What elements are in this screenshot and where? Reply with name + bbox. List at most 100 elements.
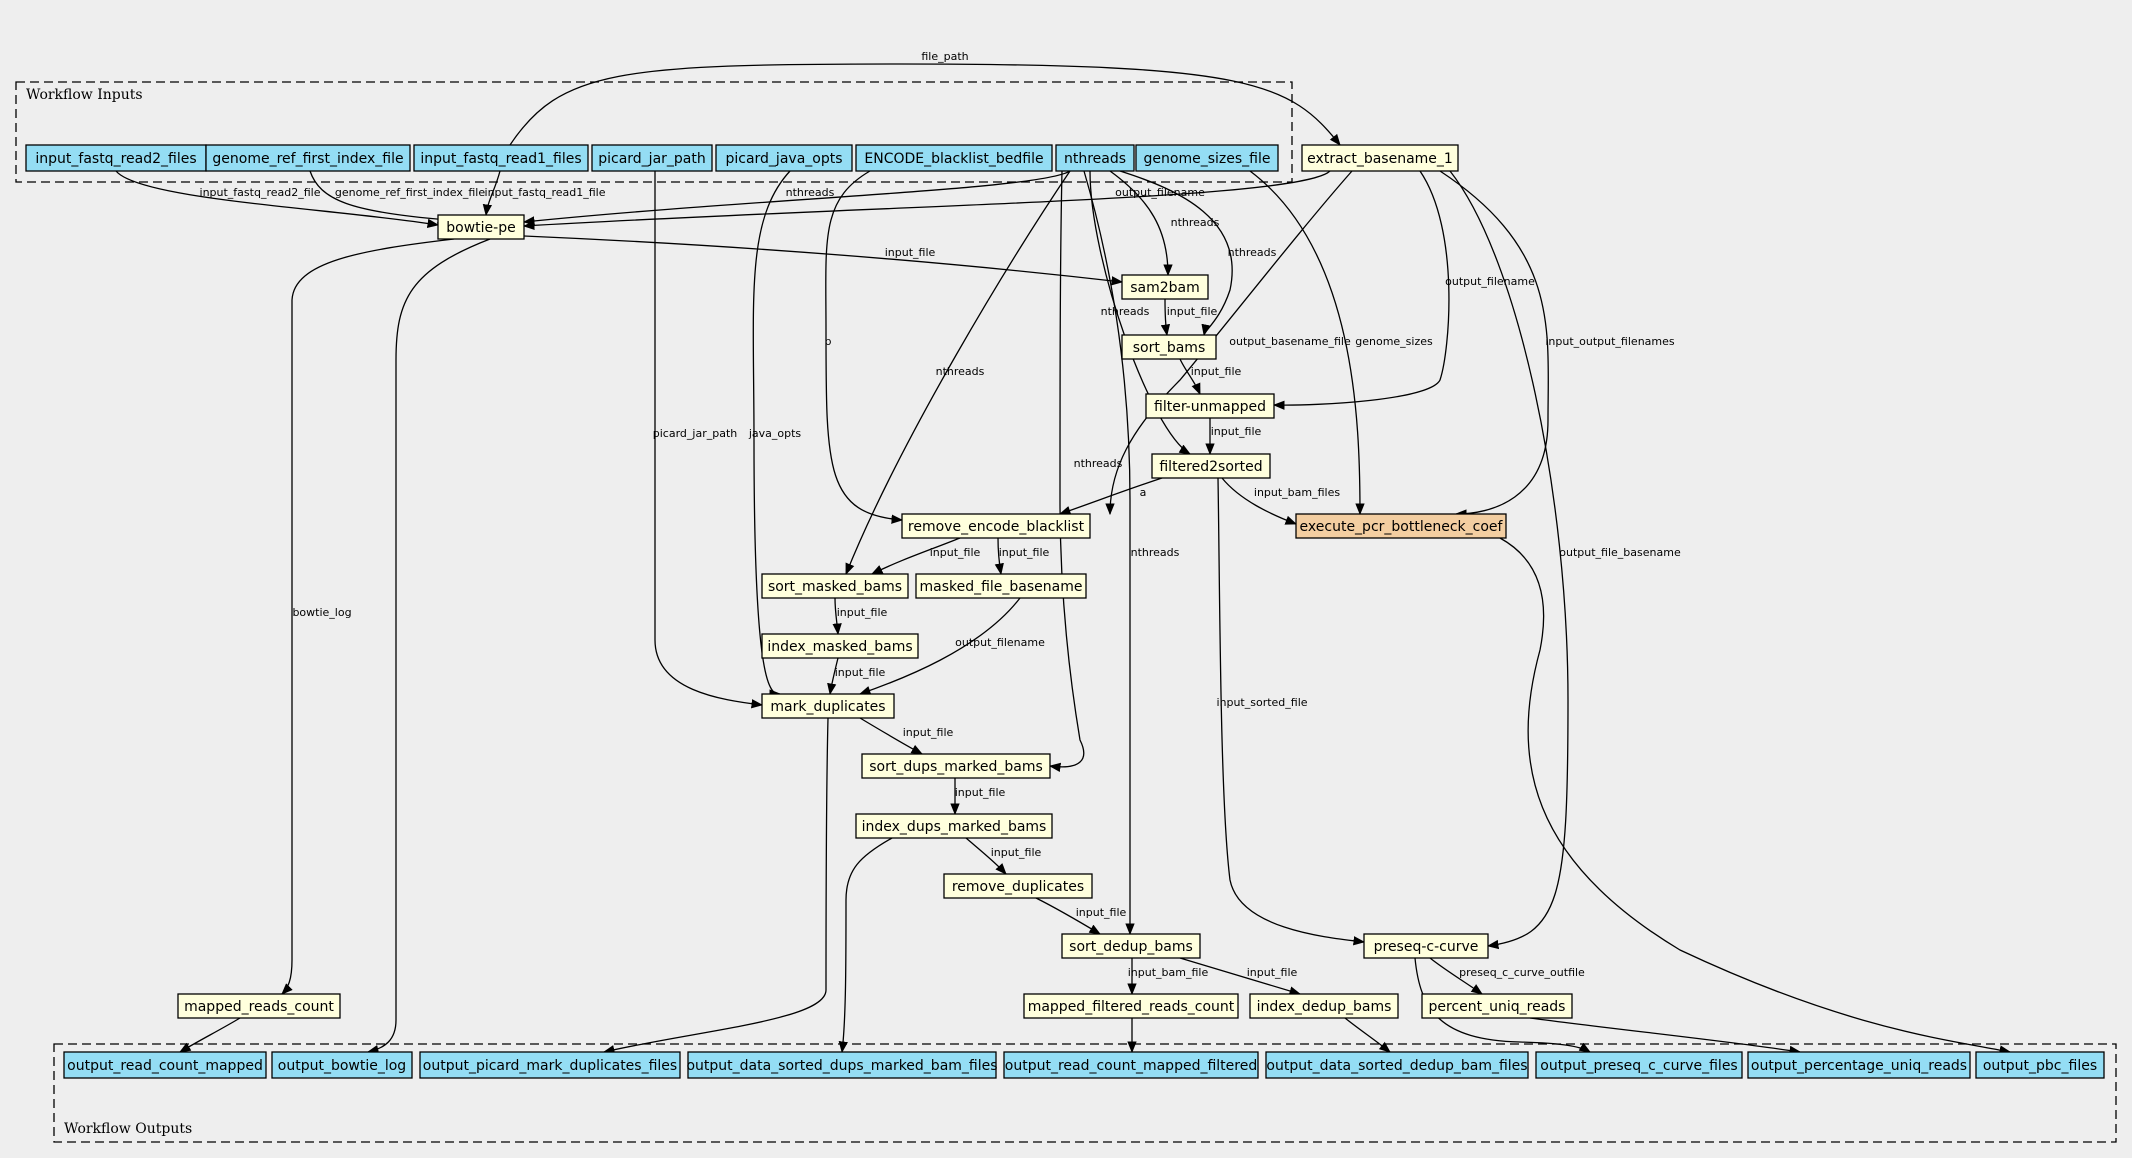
node-remove-blacklist[interactable]: remove_encode_blacklist [901, 513, 1091, 539]
node-pcr-coef[interactable]: execute_pcr_bottleneck_coef [1295, 513, 1507, 539]
node-sort-dups-marked[interactable]: sort_dups_marked_bams [861, 753, 1051, 779]
node-label: bowtie-pe [446, 220, 515, 236]
edge-label: bowtie_log [292, 606, 351, 619]
node-label: genome_ref_first_index_file [212, 151, 403, 167]
node-out-pbc[interactable]: output_pbc_files [1975, 1051, 2105, 1079]
edge-label: input_fastq_read2_file [200, 186, 321, 199]
edge-in_read1-to-bowtie [482, 170, 501, 217]
edge-label: output_filename [955, 636, 1045, 649]
edge-sort_bams-to-filter_unmapped [1179, 358, 1201, 396]
edge-label: preseq_c_curve_outfile [1459, 966, 1585, 979]
edge-in_genome_ref-to-bowtie [309, 170, 450, 224]
edge-remove_blacklist-to-masked_basename [994, 537, 1004, 576]
node-in-read2[interactable]: input_fastq_read2_files [25, 144, 207, 172]
edge-percent_uniq-to-out_percentage [1529, 1017, 1802, 1056]
node-index-dedup[interactable]: index_dedup_bams [1249, 993, 1399, 1019]
edge-label: nthreads [786, 186, 835, 199]
edge-index_dups_marked-to-out_sorted_dups [838, 837, 893, 1054]
node-in-genome-ref[interactable]: genome_ref_first_index_file [205, 144, 411, 172]
node-in-picard-opts[interactable]: picard_java_opts [715, 144, 853, 172]
node-in-genome-sizes[interactable]: genome_sizes_file [1135, 144, 1279, 172]
node-label: output_read_count_mapped_filtered [1005, 1058, 1257, 1074]
node-label: output_pbc_files [1983, 1058, 2097, 1074]
edge-sort_masked-to-index_masked [832, 597, 842, 636]
edge-in_nthreads-to-bowtie [522, 170, 1071, 226]
node-label: index_masked_bams [767, 639, 912, 655]
node-in-nthreads[interactable]: nthreads [1055, 144, 1135, 172]
edge-extract_basename-to-preseq [1449, 170, 1569, 950]
edge-pcr_coef-to-out_pbc [1499, 537, 2012, 1055]
edge-label: input_file [955, 786, 1006, 799]
node-label: input_fastq_read1_files [420, 151, 581, 167]
node-out-sorted-dups[interactable]: output_data_sorted_dups_marked_bam_files [686, 1051, 998, 1079]
node-sort-masked[interactable]: sort_masked_bams [761, 573, 909, 599]
node-label: mark_duplicates [770, 699, 885, 715]
node-out-picard-mark[interactable]: output_picard_mark_duplicates_files [419, 1051, 681, 1079]
edge-label: java_opts [748, 427, 802, 440]
node-bowtie[interactable]: bowtie-pe [437, 214, 525, 240]
node-label: output_picard_mark_duplicates_files [423, 1058, 677, 1074]
node-filtered2sorted[interactable]: filtered2sorted [1151, 453, 1271, 479]
node-preseq[interactable]: preseq-c-curve [1363, 933, 1489, 959]
node-sort-bams[interactable]: sort_bams [1121, 334, 1217, 360]
cluster-outputs-title: Workflow Outputs [64, 1121, 192, 1137]
edge-mark_dups-to-sort_dups_marked [859, 717, 924, 755]
node-label: output_preseq_c_curve_files [1540, 1058, 1737, 1074]
node-percent-uniq[interactable]: percent_uniq_reads [1421, 993, 1573, 1019]
cluster-workflow-outputs: Workflow Outputs [53, 1043, 2117, 1143]
node-label: sort_bams [1133, 340, 1206, 356]
edge-label: input_file [1167, 305, 1218, 318]
node-label: filtered2sorted [1159, 459, 1262, 475]
node-index-dups-marked[interactable]: index_dups_marked_bams [855, 813, 1053, 839]
edge-extract_basename-to-filter_unmapped [1272, 170, 1450, 410]
node-index-masked[interactable]: index_masked_bams [761, 633, 919, 659]
node-filter-unmapped[interactable]: filter-unmapped [1145, 393, 1275, 419]
node-in-blacklist[interactable]: ENCODE_blacklist_bedfile [855, 144, 1053, 172]
node-out-sorted-dedup[interactable]: output_data_sorted_dedup_bam_files [1265, 1051, 1529, 1079]
edge-label: input_file [991, 846, 1042, 859]
node-out-preseq[interactable]: output_preseq_c_curve_files [1535, 1051, 1743, 1079]
node-in-read1[interactable]: input_fastq_read1_files [413, 144, 589, 172]
node-remove-dups[interactable]: remove_duplicates [943, 873, 1093, 899]
node-label: execute_pcr_bottleneck_coef [1300, 519, 1504, 535]
edge-sam2bam-to-sort_bams [1160, 298, 1171, 337]
edge-masked_basename-to-mark_dups [858, 597, 1021, 695]
node-mapped-reads-count[interactable]: mapped_reads_count [177, 993, 341, 1019]
node-in-picard-jar[interactable]: picard_jar_path [591, 144, 713, 172]
node-sam2bam[interactable]: sam2bam [1121, 274, 1209, 300]
edge-label: input_file [1247, 966, 1298, 979]
edge-bowtie-to-sam2bam [523, 235, 1124, 286]
node-label: output_bowtie_log [278, 1058, 406, 1074]
node-label: output_percentage_uniq_reads [1751, 1058, 1967, 1074]
node-out-bowtie-log[interactable]: output_bowtie_log [271, 1051, 413, 1079]
edge-label: nthreads [1074, 457, 1123, 470]
node-mark-dups[interactable]: mark_duplicates [761, 693, 895, 719]
edge-label: output_basename_file [1229, 335, 1351, 348]
node-mapped-filtered-count[interactable]: mapped_filtered_reads_count [1023, 993, 1239, 1019]
edge-remove_blacklist-to-sort_masked [870, 537, 961, 575]
edge-in_nthreads-to-sort_bams [1119, 170, 1233, 337]
node-label: remove_encode_blacklist [908, 519, 1085, 535]
node-out-read-count[interactable]: output_read_count_mapped [63, 1051, 267, 1079]
node-label: preseq-c-curve [1374, 939, 1479, 955]
edge-filtered2sorted-to-pcr_coef [1221, 477, 1298, 525]
edge-in_nthreads-to-sort_dedup [1083, 170, 1135, 936]
edge-extract_basename-to-pcr_coef [1439, 170, 1549, 519]
node-out-percentage[interactable]: output_percentage_uniq_reads [1747, 1051, 1971, 1079]
node-sort-dedup[interactable]: sort_dedup_bams [1061, 933, 1201, 959]
edge-in_nthreads-to-sam2bam [1109, 170, 1173, 277]
edge-index_dups_marked-to-remove_dups [965, 837, 1007, 875]
node-masked-basename[interactable]: masked_file_basename [915, 573, 1087, 599]
edge-index_dedup-to-out_sorted_dedup [1344, 1017, 1391, 1053]
edge-label: genome_sizes [1355, 335, 1433, 348]
node-label: ENCODE_blacklist_bedfile [864, 151, 1043, 167]
edge-label: a [1140, 486, 1147, 499]
edge-index_masked-to-mark_dups [827, 657, 839, 696]
edge-mapped_reads_count-to-out_read_count [178, 1017, 241, 1053]
node-label: output_read_count_mapped [67, 1058, 263, 1074]
node-out-read-count-filtered[interactable]: output_read_count_mapped_filtered [1003, 1051, 1259, 1079]
node-extract-basename[interactable]: extract_basename_1 [1301, 144, 1459, 172]
edge-label: input_output_filenames [1545, 335, 1675, 348]
